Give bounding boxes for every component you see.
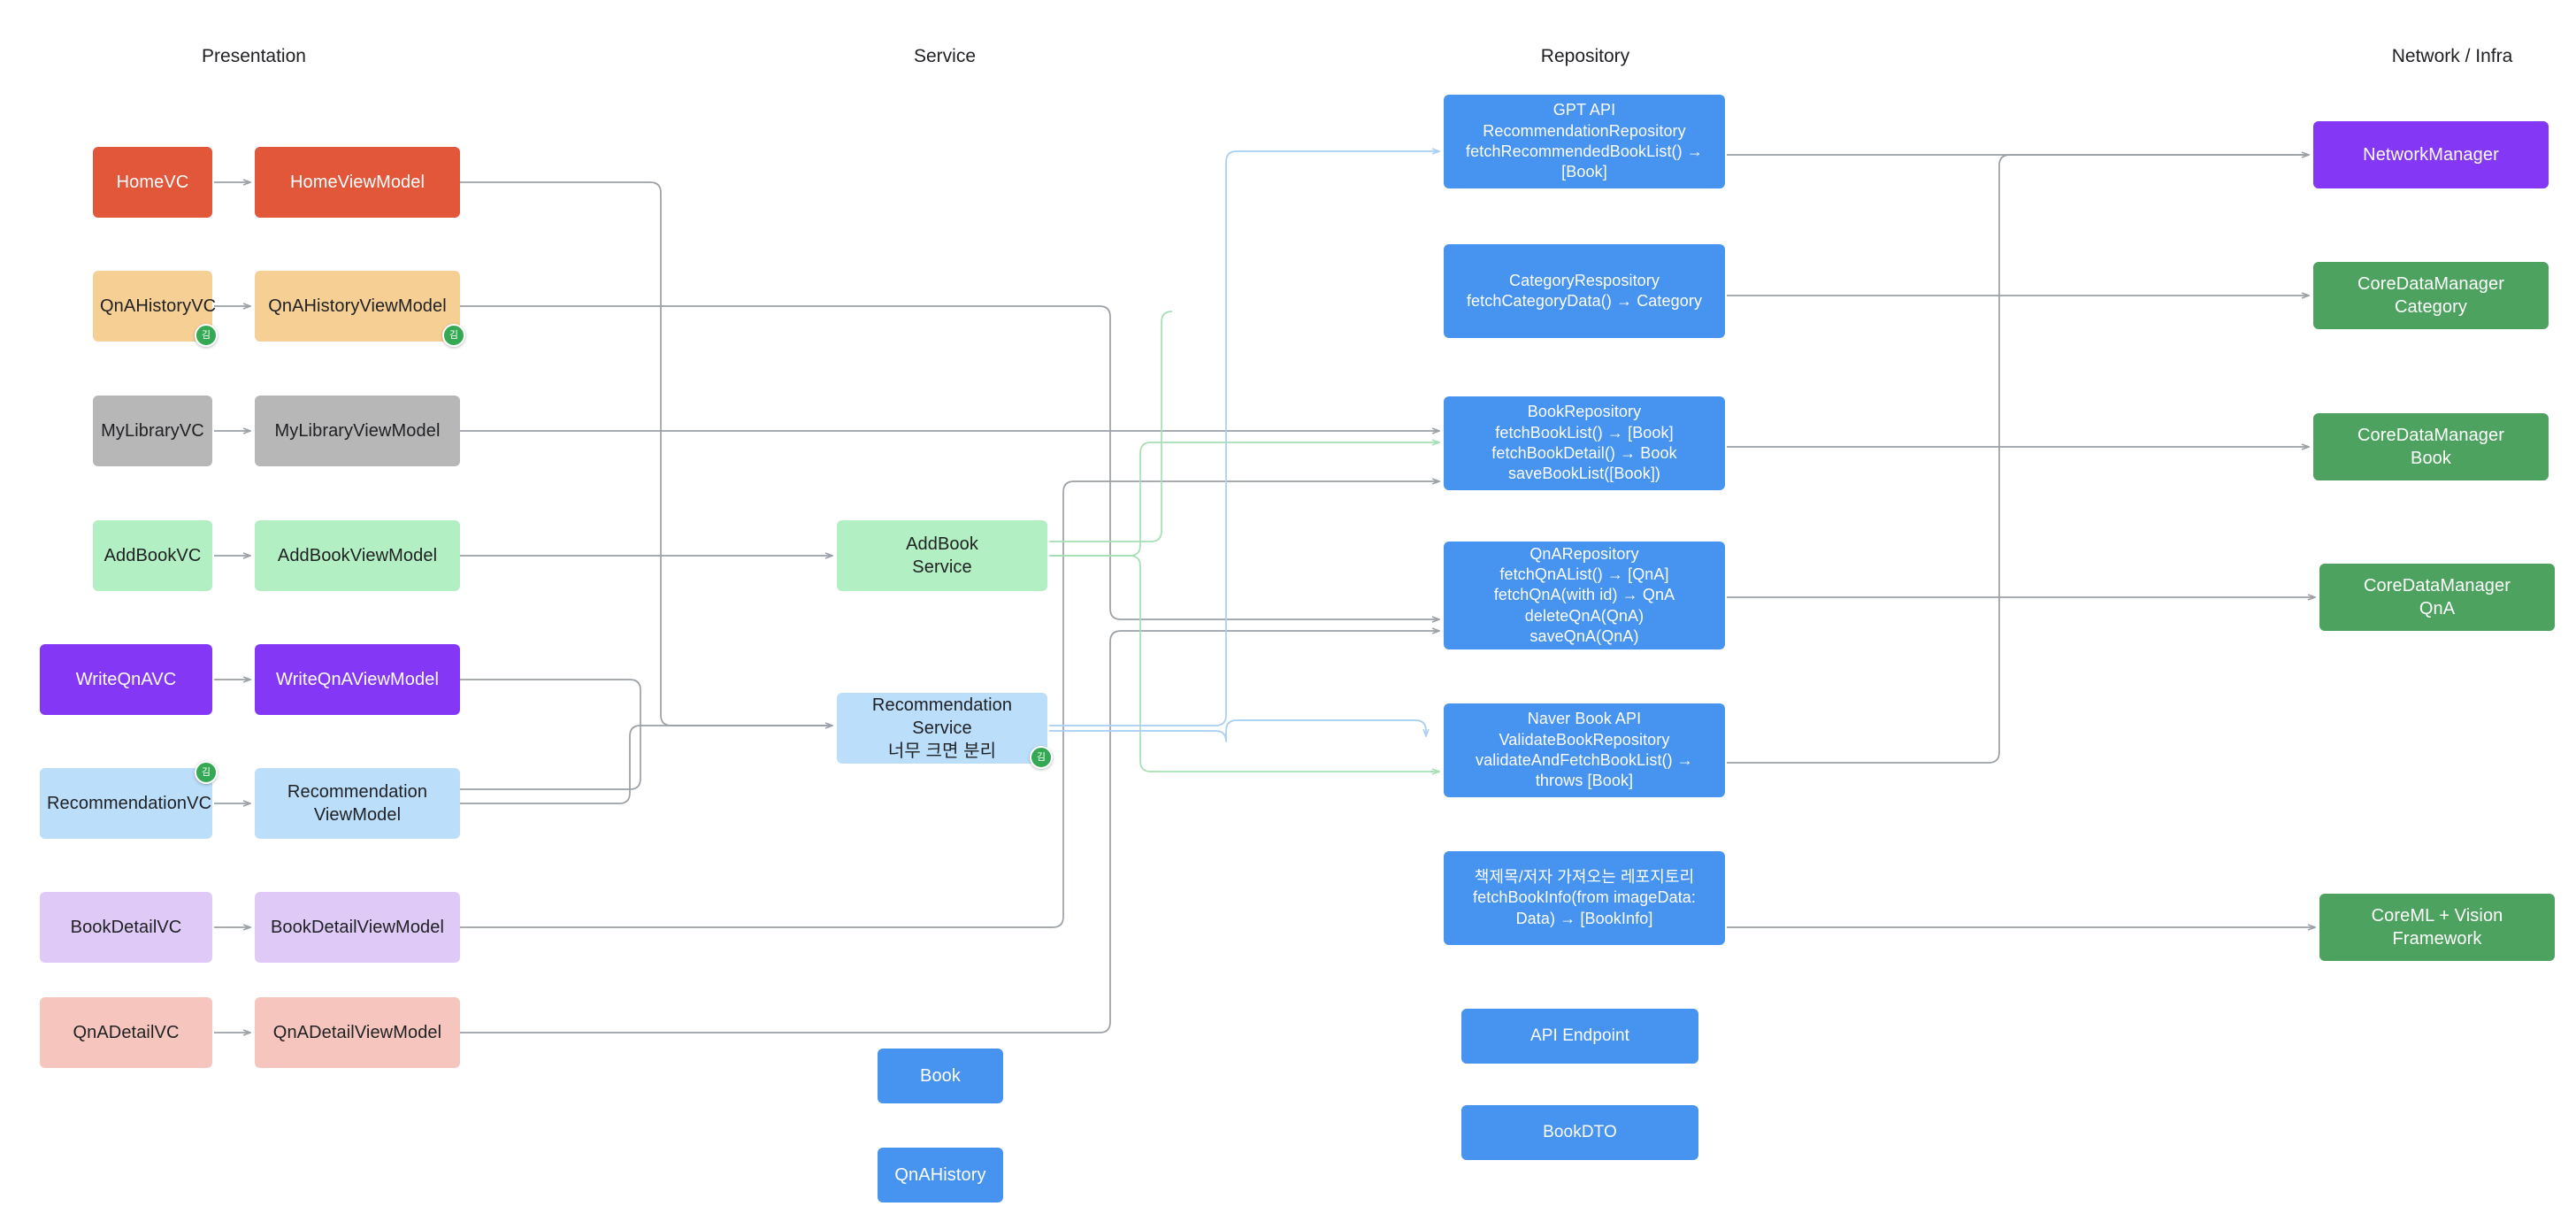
node-label: BookDetailViewModel <box>270 918 445 937</box>
node-home-viewmodel[interactable]: HomeViewModel <box>255 147 460 218</box>
node-label: 책제목/저자 가져오는 레포지토리 fetchBookInfo(from ima… <box>1472 867 1697 927</box>
node-category-repository[interactable]: CategoryRespository fetchCategoryData() … <box>1444 244 1725 338</box>
node-label: CoreML + Vision Framework <box>2371 906 2503 949</box>
node-label: BookRepository fetchBookList() → [Book] … <box>1491 403 1677 483</box>
node-addbook-vc[interactable]: AddBookVC <box>93 520 212 591</box>
node-book-repository[interactable]: BookRepository fetchBookList() → [Book] … <box>1444 396 1725 490</box>
node-label: BookDTO <box>1543 1122 1617 1141</box>
node-mylibrary-vc[interactable]: MyLibraryVC <box>93 396 212 466</box>
node-bookinfo-repository[interactable]: 책제목/저자 가져오는 레포지토리 fetchBookInfo(from ima… <box>1444 851 1725 945</box>
node-label: QnADetailViewModel <box>272 1023 442 1042</box>
node-qnadetail-vc[interactable]: QnADetailVC <box>40 997 212 1068</box>
node-label: CoreDataManager Category <box>2357 274 2505 317</box>
node-home-vc[interactable]: HomeVC <box>93 147 212 218</box>
node-addbook-service[interactable]: AddBook Service <box>837 520 1047 591</box>
collaborator-avatar[interactable]: 김 <box>442 324 465 347</box>
node-label: CoreDataManager QnA <box>2363 576 2511 619</box>
node-label: AddBookVC <box>104 546 202 565</box>
node-label: Recommendation Service 너무 크면 분리 <box>871 695 1013 761</box>
node-label: NetworkManager <box>2363 145 2499 165</box>
node-label: QnAHistoryViewModel <box>268 296 447 316</box>
node-label: QnADetailVC <box>73 1023 180 1042</box>
node-book-dto[interactable]: BookDTO <box>1461 1105 1698 1160</box>
node-label: Recommendation ViewModel <box>287 782 428 825</box>
node-label: CoreDataManager Book <box>2357 426 2505 468</box>
node-gpt-recommendation-repository[interactable]: GPT API RecommendationRepository fetchRe… <box>1444 95 1725 188</box>
node-label: Book <box>920 1066 961 1086</box>
node-label: QnARepository fetchQnAList() → [QnA] fet… <box>1493 544 1675 646</box>
node-label: WriteQnAVC <box>75 670 177 689</box>
node-bookdetail-viewmodel[interactable]: BookDetailViewModel <box>255 892 460 963</box>
collaborator-avatar[interactable]: 김 <box>195 761 218 784</box>
node-label: API Endpoint <box>1530 1026 1630 1045</box>
node-book-model[interactable]: Book <box>878 1049 1003 1103</box>
node-coredata-manager-book[interactable]: CoreDataManager Book <box>2313 413 2549 480</box>
collaborator-avatar[interactable]: 김 <box>195 324 218 347</box>
node-label: AddBookViewModel <box>277 546 438 565</box>
node-coredata-manager-qna[interactable]: CoreDataManager QnA <box>2319 564 2555 631</box>
node-qna-repository[interactable]: QnARepository fetchQnAList() → [QnA] fet… <box>1444 542 1725 649</box>
column-header-presentation: Presentation <box>202 46 306 66</box>
collaborator-avatar[interactable]: 김 <box>1030 746 1053 769</box>
column-header-network-infra: Network / Infra <box>2391 46 2513 66</box>
node-coredata-manager-category[interactable]: CoreDataManager Category <box>2313 262 2549 329</box>
node-label: HomeViewModel <box>289 173 426 192</box>
node-api-endpoint[interactable]: API Endpoint <box>1461 1009 1698 1064</box>
node-recommendation-vc[interactable]: RecommendationVC 김 <box>40 761 218 839</box>
node-label: QnAHistory <box>894 1165 986 1185</box>
node-label: MyLibraryVC <box>101 421 204 441</box>
node-label: GPT API RecommendationRepository fetchRe… <box>1466 101 1703 181</box>
node-label: HomeVC <box>116 173 189 192</box>
node-qnahistory-viewmodel[interactable]: QnAHistoryViewModel 김 <box>255 271 465 347</box>
node-naver-validate-book-repository[interactable]: Naver Book API ValidateBookRepository va… <box>1444 703 1725 797</box>
column-header-repository: Repository <box>1540 46 1630 66</box>
node-qnahistory-model[interactable]: QnAHistory <box>878 1148 1003 1202</box>
node-bookdetail-vc[interactable]: BookDetailVC <box>40 892 212 963</box>
node-label: QnAHistoryVC <box>100 296 217 316</box>
node-network-manager[interactable]: NetworkManager <box>2313 121 2549 188</box>
node-label: WriteQnAViewModel <box>276 670 439 689</box>
node-label: RecommendationVC <box>47 794 212 813</box>
node-recommendation-viewmodel[interactable]: Recommendation ViewModel <box>255 768 460 839</box>
node-writeqna-viewmodel[interactable]: WriteQnAViewModel <box>255 644 460 715</box>
node-label: AddBook Service <box>906 534 978 577</box>
node-label: CategoryRespository fetchCategoryData() … <box>1466 271 1703 310</box>
node-writeqna-vc[interactable]: WriteQnAVC <box>40 644 212 715</box>
node-label: Naver Book API ValidateBookRepository va… <box>1476 710 1693 790</box>
node-addbook-viewmodel[interactable]: AddBookViewModel <box>255 520 460 591</box>
node-mylibrary-viewmodel[interactable]: MyLibraryViewModel <box>255 396 460 466</box>
node-label: BookDetailVC <box>70 918 182 937</box>
node-coreml-vision-framework[interactable]: CoreML + Vision Framework <box>2319 894 2555 961</box>
column-header-service: Service <box>913 46 977 66</box>
node-qnahistory-vc[interactable]: QnAHistoryVC 김 <box>93 271 218 347</box>
node-qnadetail-viewmodel[interactable]: QnADetailViewModel <box>255 997 460 1068</box>
node-label: MyLibraryViewModel <box>274 421 441 441</box>
